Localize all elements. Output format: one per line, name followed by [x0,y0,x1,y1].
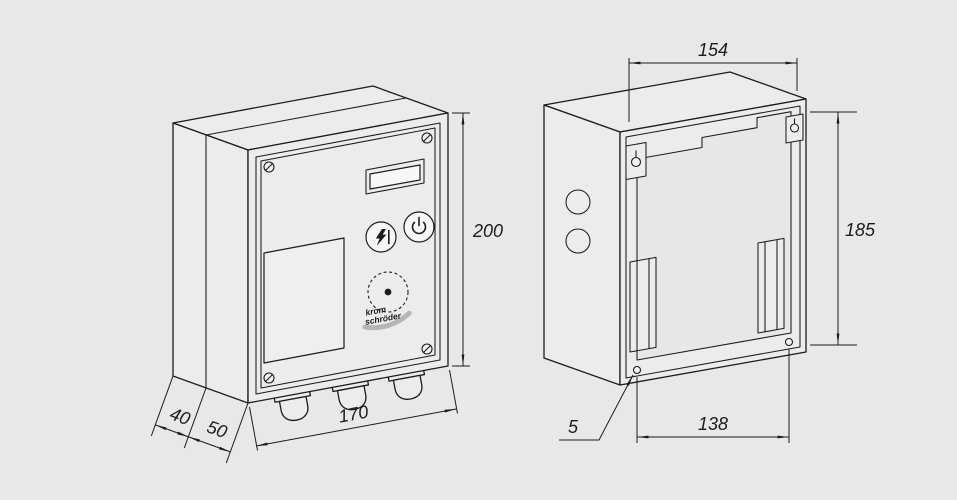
rear-rim [625,105,801,379]
label-window [263,237,345,364]
rear-view: 154 185 138 5 [543,40,876,443]
mounting-tab-top-right [785,113,804,144]
brand-logo: krom schröder [362,304,412,331]
keyhole-icon [630,156,642,168]
knob-center-dot [384,288,392,296]
dim-depth-front-label: 50 [204,417,230,443]
keyhole-icon [789,123,800,133]
display-window [365,158,425,195]
corner-screw [421,343,433,355]
bracket-right [757,237,785,334]
dim-opening-height: 185 [810,111,876,346]
dim-opening-width: 154 [628,40,798,122]
corner-screw [263,372,275,384]
brand-line1: krom [365,304,388,318]
front-view: krom schröder 200 170 40 50 [150,85,503,464]
display-screen [369,164,421,190]
dim-opening-width-label: 154 [698,40,728,60]
dim-width-label: 170 [337,402,370,427]
dim-hole-spacing-label: 138 [698,414,728,434]
panel-frame-inner [260,127,436,389]
reset-icon [375,229,390,246]
knockout-circle [565,228,591,254]
dim-hole-size: 5 [559,374,634,441]
interior-contour [636,111,792,361]
lid-seam-top [205,97,407,136]
mounting-tab-top-left [625,141,647,181]
enclosure-side-face [172,122,249,404]
mounting-hole-bottom-left [632,365,642,375]
dim-hole-size-label: 5 [568,417,579,437]
power-button[interactable] [403,211,435,243]
dim-height-label: 200 [472,221,503,241]
bracket-left [629,256,657,353]
dim-hole-spacing: 138 [636,349,790,443]
corner-screw [263,161,275,173]
mounting-hole-bottom-right [784,337,794,347]
brand-swoosh [362,310,412,331]
dim-depth-rear-label: 40 [167,404,193,430]
dim-height: 200 [452,112,503,367]
panel-frame-outer [255,122,441,395]
dim-opening-height-label: 185 [845,220,876,240]
power-icon [411,216,427,235]
corner-screw [421,132,433,144]
knockout-circle [565,189,591,215]
